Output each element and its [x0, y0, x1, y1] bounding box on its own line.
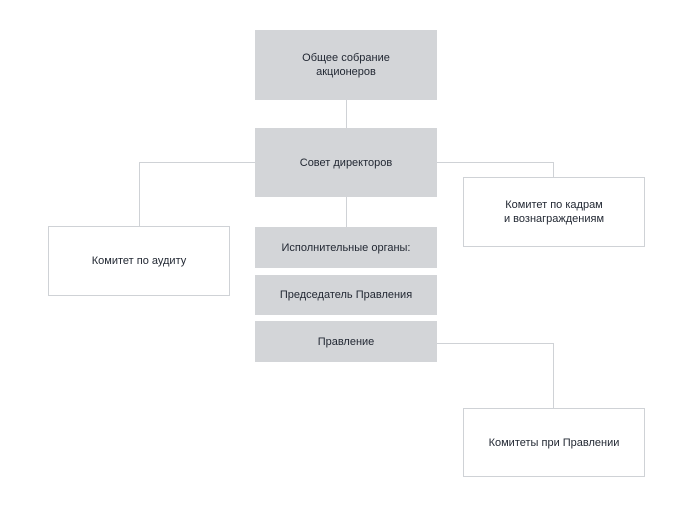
- node-general-meeting: Общее собрание акционеров: [255, 30, 437, 100]
- node-audit-committee: Комитет по аудиту: [48, 226, 230, 296]
- node-hr-committee: Комитет по кадрам и вознаграждениям: [463, 177, 645, 247]
- edge-board-to-hr: [437, 162, 554, 177]
- edge-board-to-audit: [139, 162, 255, 226]
- node-management-board: Правление: [255, 321, 437, 362]
- edge-management-to-committees: [437, 343, 554, 408]
- node-chairman: Председатель Правления: [255, 275, 437, 315]
- node-management-committees: Комитеты при Правлении: [463, 408, 645, 477]
- node-board-of-directors: Совет директоров: [255, 128, 437, 197]
- node-executive-bodies: Исполнительные органы:: [255, 227, 437, 268]
